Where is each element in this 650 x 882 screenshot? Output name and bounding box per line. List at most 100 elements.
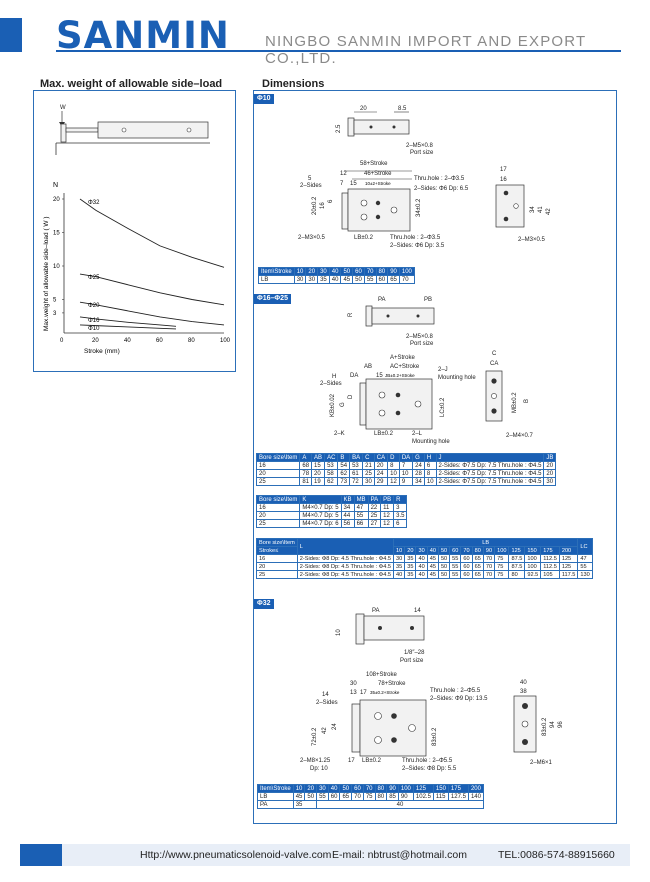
dim-text: 17 [360, 690, 367, 696]
td: 50 [437, 570, 451, 579]
d32-top-view: 10 PA 14 1/8″–28 Port size [336, 608, 425, 664]
series-line [79, 273, 225, 306]
dim-text: PA [378, 297, 386, 303]
th: 90 [386, 784, 399, 793]
dim-text: LB±0.2 [374, 431, 394, 437]
th: DA [398, 453, 414, 462]
dim-text: Thru.hole : 2–Φ3.5 [414, 176, 465, 182]
td: 55 [577, 562, 593, 571]
port-dot [410, 626, 414, 630]
td: 78 [299, 469, 313, 478]
th: 40 [328, 267, 342, 276]
y-tick-label: 5 [53, 298, 57, 304]
th: 80 [375, 267, 389, 276]
th: 40 [426, 546, 439, 555]
td: 20 [255, 511, 301, 520]
dim-text: G [340, 402, 346, 407]
td: 55 [449, 562, 462, 571]
footer-email-link[interactable]: E-mail: nbtrust@hotmail.com [332, 849, 467, 861]
hole [491, 408, 497, 414]
th: D [387, 453, 400, 462]
td: 10 [387, 469, 400, 478]
dim-text: 42 [322, 727, 328, 734]
td: 54 [337, 461, 351, 470]
th: PB [380, 495, 395, 504]
th: K [299, 495, 342, 504]
th: Item\Stroke [257, 784, 294, 793]
td: 30 [305, 275, 319, 284]
td: 55 [363, 275, 377, 284]
x-tick-label: 100 [220, 338, 231, 344]
td: 10 [398, 469, 414, 478]
dim-text: DA [350, 373, 358, 379]
td: 70 [482, 570, 496, 579]
th: LB [392, 538, 579, 547]
th: CA [373, 453, 389, 462]
guide-rod [65, 127, 99, 133]
td: 29 [373, 477, 389, 486]
dim-text: 35±0.2+Stroke [370, 690, 400, 695]
hole [360, 213, 368, 221]
td: 44 [340, 511, 355, 520]
th: 50 [340, 267, 354, 276]
th: 70 [362, 784, 376, 793]
body [359, 699, 427, 757]
td: 70 [351, 792, 364, 801]
td: 30 [392, 554, 406, 563]
td: 2-Sides: Φ8 Dp: 4.5 Thru.hole : Φ4.5 [296, 562, 395, 571]
d16-front-view: A+Stroke AC+Stroke AB DA 15 JB±0.2+Strok… [320, 355, 476, 445]
td: 15 [311, 461, 326, 470]
th: BA [349, 453, 364, 462]
dim-text: B [524, 399, 530, 403]
dim-text: 58+Stroke [360, 161, 388, 167]
d10-body [347, 188, 411, 232]
dim-text: 40 [520, 680, 527, 686]
td: 115 [432, 792, 449, 801]
d10-plate [341, 192, 349, 230]
td: 87.5 [508, 554, 526, 563]
y-tick-label: 3 [53, 311, 57, 317]
th: Bore size\Item [255, 495, 301, 504]
hole [360, 199, 368, 207]
d16-top-view: PA PB R 2–M5×0.8 Port size [348, 297, 435, 347]
td: M4×0.7 Dp: 5 [299, 503, 342, 512]
section-tab-32: Φ32 [254, 599, 274, 609]
td: 9 [398, 477, 414, 486]
td: 30 [293, 275, 307, 284]
td: 45 [426, 562, 439, 571]
td: 112.5 [540, 562, 560, 571]
td: 90 [397, 792, 414, 801]
dim-text: 2–Sides: Φ6 Dp: 6.5 [414, 186, 469, 192]
dim-text: 17 [500, 167, 507, 173]
td: 2-Sides: Φ7.5 Dp: 7.5 Thru.hole : Φ4.5 [435, 469, 545, 478]
dimensions-title: Dimensions [262, 78, 325, 90]
footer-url-link[interactable]: Http://www.pneumaticsolenoid-valve.com [140, 849, 332, 861]
dim-text: 10±2+Stroke [365, 181, 391, 186]
td: 16 [256, 554, 298, 563]
td: 50 [304, 792, 318, 801]
td: 20 [543, 469, 557, 478]
dim-text: AC+Stroke [390, 364, 420, 370]
td: 6 [393, 519, 408, 528]
td: 70 [398, 275, 415, 284]
td: 2-Sides: Φ8 Dp: 4.5 Thru.hole : Φ4.5 [296, 570, 395, 579]
td: 12 [380, 511, 395, 520]
td: 30 [543, 477, 557, 486]
td: 28 [412, 469, 425, 478]
td: 61 [349, 469, 364, 478]
dim-text: 2–Sides: Φ9 Dp: 13.5 [430, 696, 488, 702]
td: 45 [426, 554, 439, 563]
body-hole [121, 127, 127, 133]
td: 75 [494, 562, 510, 571]
body [371, 307, 435, 325]
td: 30 [362, 477, 375, 486]
dim-text: A+Stroke [390, 355, 416, 361]
td: 12 [380, 519, 395, 528]
